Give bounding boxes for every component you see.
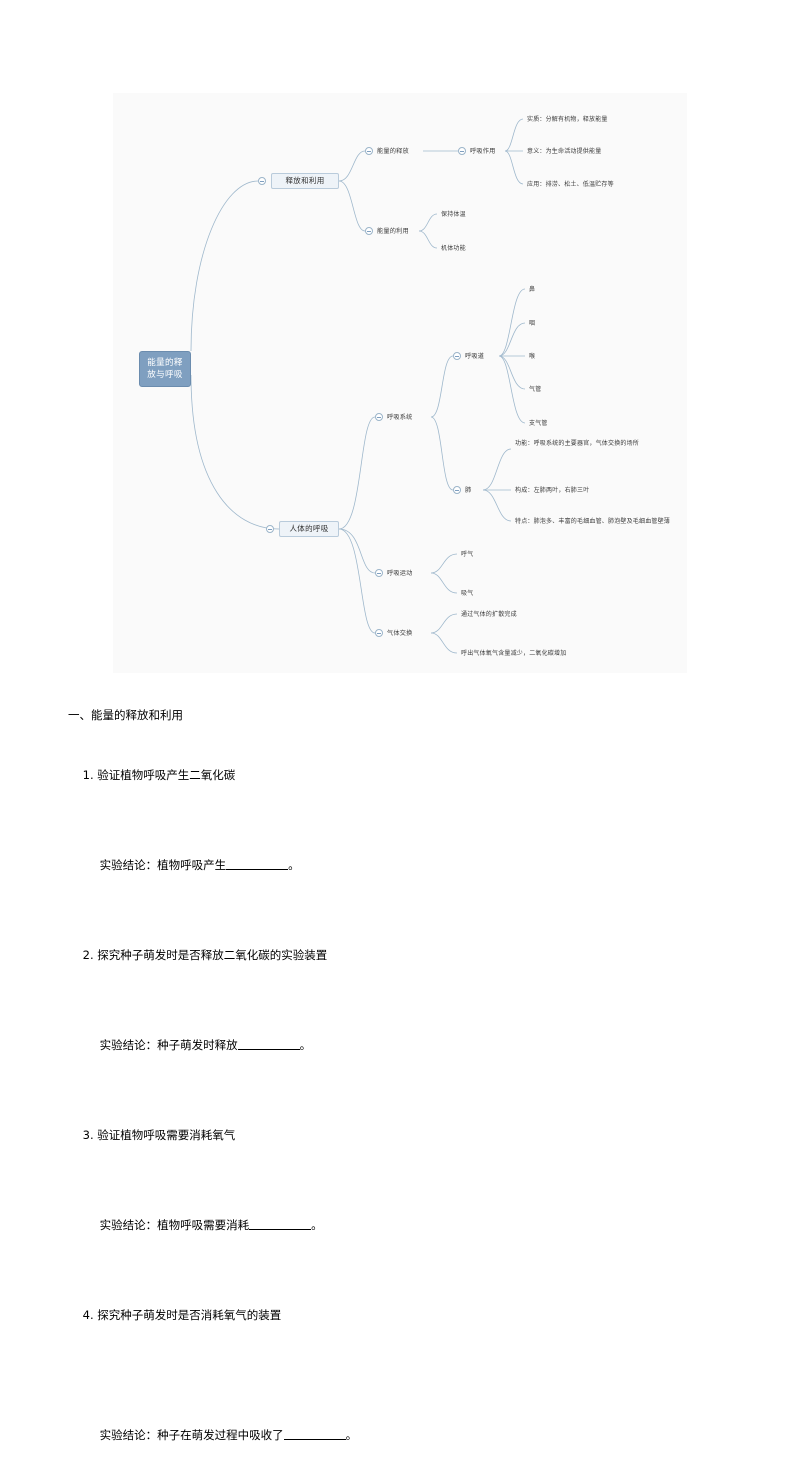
mindmap-leaf-gas-diffusion: 通过气体的扩散完成 [461,611,517,618]
answer-blank[interactable] [249,1229,312,1230]
mindmap-leaf-larynx: 喉 [529,353,536,360]
item-number: 3. [82,1128,94,1142]
toggle-icon-energy-release[interactable] [365,147,373,155]
mindmap-leaf-nose: 鼻 [529,286,536,293]
item-number: 4. [82,1308,94,1322]
list-item: 3. 验证植物呼吸需要消耗氧气 [68,1090,794,1180]
mindmap-leaf-respiration-application: 应用：排涝、松土、低温贮存等 [527,181,614,188]
item-number: 1. [82,768,94,782]
conclusion-text: 实验结论：植物呼吸产生 [99,858,227,872]
mindmap-node-energy-release[interactable]: 能量的释放 [377,148,409,155]
mindmap-leaf-lung-function: 功能：呼吸系统的主要器官，气体交换的场所 [515,440,640,447]
item-number: 2. [82,948,94,962]
item-title: 验证植物呼吸产生二氧化碳 [97,768,236,782]
mindmap-leaf-body-function: 机体功能 [441,245,466,252]
mindmap-leaf-lung-composition: 构成：左肺两叶，右肺三叶 [515,487,590,494]
document-body: 一、能量的释放和利用 1. 验证植物呼吸产生二氧化碳 实验结论：植物呼吸产生。 … [0,700,794,1480]
answer-blank[interactable] [226,869,289,870]
toggle-icon-respiration[interactable] [458,147,466,155]
item-title: 验证植物呼吸需要消耗氧气 [97,1128,236,1142]
mindmap-leaf-exhaled-gas-composition: 呼出气体氧气含量减少，二氧化碳增加 [461,650,567,657]
mindmap-leaf-pharynx: 咽 [529,320,536,327]
mindmap-root-node[interactable]: 能量的释放与呼吸 [139,351,191,387]
mindmap-node-breathing-movement[interactable]: 呼吸运动 [387,570,413,577]
mindmap-leaf-exhale: 呼气 [461,551,474,558]
list-item-conclusion: 实验结论：植物呼吸需要消耗 。 [85,1180,794,1270]
toggle-icon-release-and-use[interactable] [258,177,266,185]
mindmap-leaf-lung-characteristics: 特点：肺泡多、丰富的毛细血管、肺泡壁及毛细血管壁薄 [515,518,671,525]
mindmap-node-lung[interactable]: 肺 [465,487,472,494]
mindmap-node-human-respiration[interactable]: 人体的呼吸 [279,521,339,537]
list-item: 1. 验证植物呼吸产生二氧化碳 [68,730,794,820]
list-item-conclusion: 实验结论：植物呼吸产生 。 [85,820,794,910]
conclusion-text: 实验结论：植物呼吸需要消耗 [99,1218,250,1232]
item-title: 探究种子萌发时是否释放二氧化碳的实验装置 [97,948,328,962]
spacer [0,1360,794,1390]
toggle-icon-lung[interactable] [453,486,461,494]
conclusion-period: 。 [288,858,300,872]
toggle-icon-gas-exchange[interactable] [375,629,383,637]
mindmap-leaf-trachea: 气管 [529,386,542,393]
mindmap-node-gas-exchange[interactable]: 气体交换 [387,630,413,637]
item-title: 探究种子萌发时是否消耗氧气的装置 [97,1308,282,1322]
conclusion-period: 。 [299,1038,312,1052]
toggle-icon-human-respiration[interactable] [266,525,274,533]
conclusion-period: 。 [345,1428,358,1442]
mindmap-node-energy-use[interactable]: 能量的利用 [377,228,409,235]
toggle-icon-breathing-movement[interactable] [375,569,383,577]
answer-blank[interactable] [237,1049,300,1050]
section-heading: 一、能量的释放和利用 [68,708,183,722]
mindmap-node-airway[interactable]: 呼吸道 [465,353,485,360]
conclusion-text: 实验结论：种子萌发时释放 [99,1038,238,1052]
conclusion-period: 。 [311,1218,323,1232]
mindmap-connector-lines [190,118,526,654]
mindmap-node-respiratory-system[interactable]: 呼吸系统 [387,414,413,421]
list-item: 2. 探究种子萌发时是否释放二氧化碳的实验装置 [68,910,794,1000]
conclusion-text: 实验结论：种子在萌发过程中吸收了 [99,1428,284,1442]
mindmap-panel: 能量的释放与呼吸 释放和利用 能量的释放 呼吸作用 实质：分解有机物，释放能量 … [113,93,687,673]
toggle-icon-respiratory-system[interactable] [375,413,383,421]
mindmap-node-release-and-use[interactable]: 释放和利用 [271,173,339,189]
list-item-conclusion: 实验结论：种子在萌发过程中吸收了 。 [85,1390,794,1480]
list-item: 4. 探究种子萌发时是否消耗氧气的装置 [68,1270,794,1360]
mindmap-leaf-respiration-significance: 意义：为生命活动提供能量 [527,148,602,155]
answer-blank[interactable] [283,1439,346,1440]
mindmap-leaf-bronchus: 支气管 [529,420,548,427]
mindmap-leaf-maintain-body-temperature: 保持体温 [441,211,466,218]
list-item-conclusion: 实验结论：种子萌发时释放 。 [85,1000,794,1090]
toggle-icon-energy-use[interactable] [365,227,373,235]
toggle-icon-airway[interactable] [453,352,461,360]
mindmap-node-respiration[interactable]: 呼吸作用 [470,148,496,155]
mindmap-leaf-inhale: 吸气 [461,590,474,597]
mindmap-leaf-respiration-essence: 实质：分解有机物，释放能量 [527,116,608,123]
